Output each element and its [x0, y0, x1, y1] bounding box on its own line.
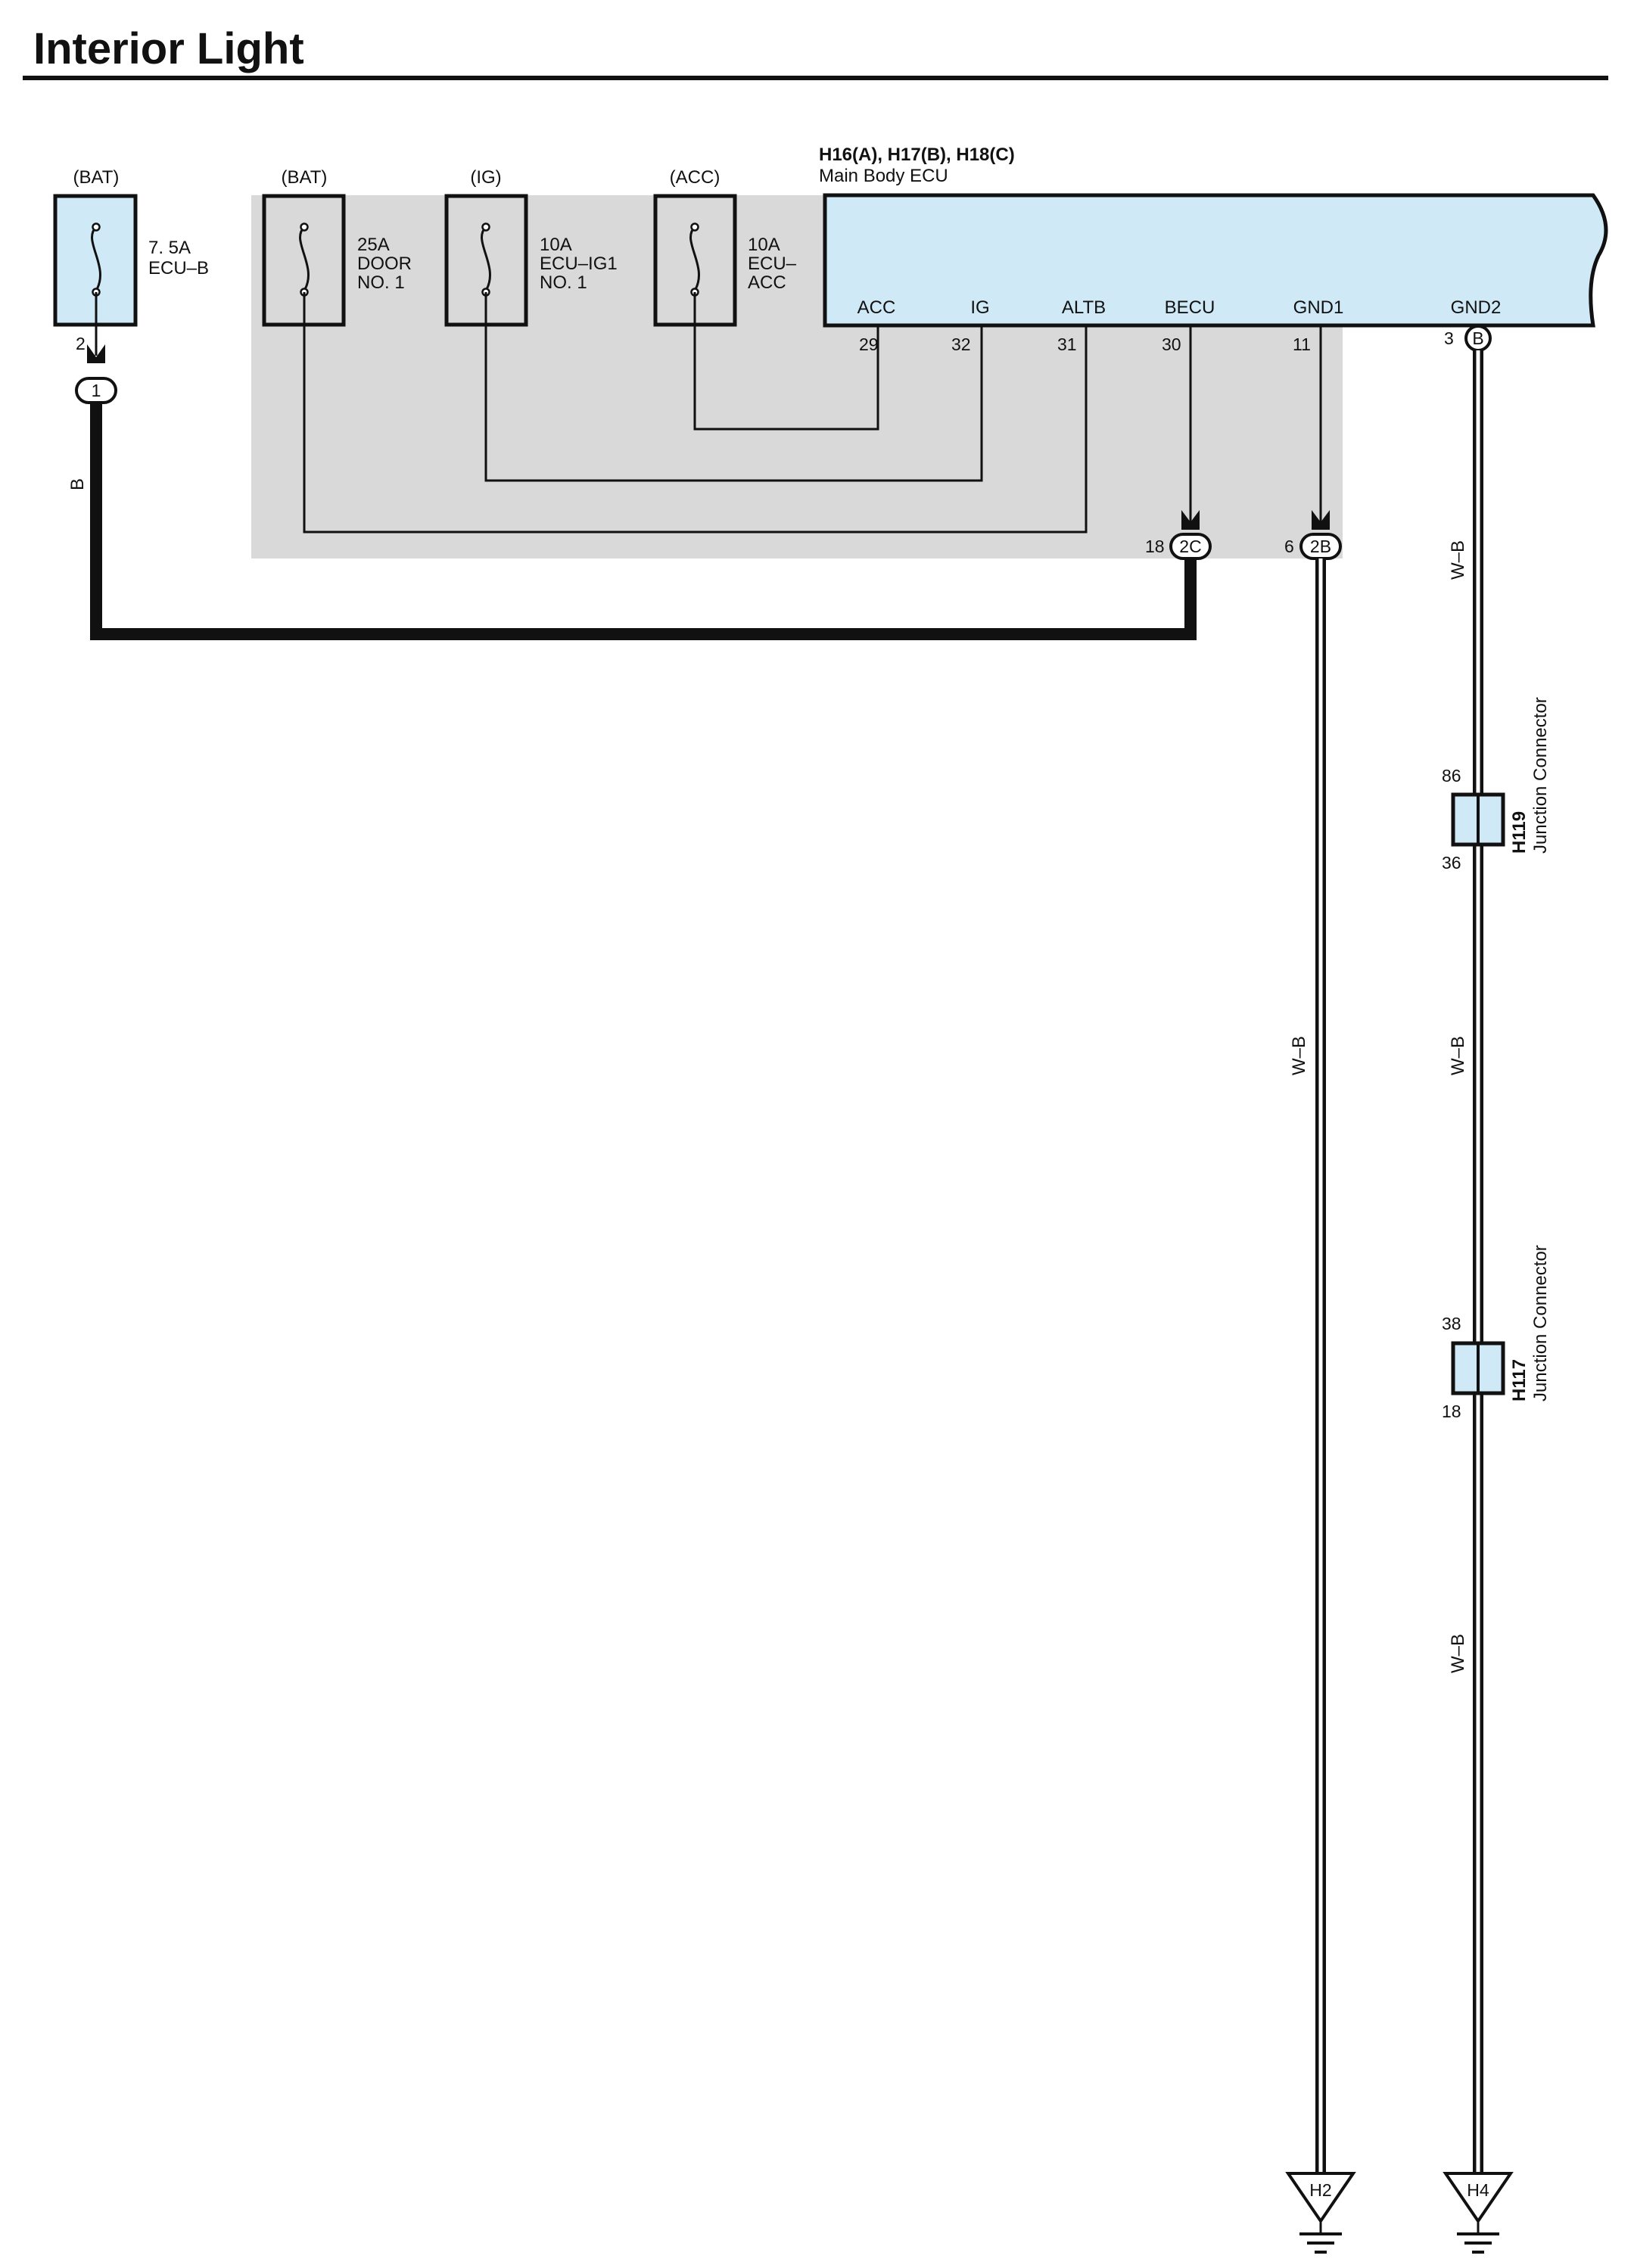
pin-number: 2	[76, 334, 86, 353]
wire-ig	[484, 292, 983, 482]
connector-label: 2C	[1179, 537, 1201, 556]
connector-label: 1	[92, 381, 101, 400]
fuse-element-icon	[299, 226, 310, 291]
fuse-ecu-ig1: (IG) 10A ECU–IG1 NO. 1	[444, 167, 618, 327]
pin-number: 86	[1442, 766, 1461, 786]
fuse-terminal	[690, 222, 699, 232]
ground-label: H4	[1467, 2180, 1489, 2200]
fuse-source-label: (IG)	[470, 167, 501, 188]
wire-color-label: W–B	[1448, 1036, 1468, 1075]
ecu-terminal-gnd1: GND1	[1293, 297, 1344, 318]
fuse-terminal	[92, 222, 101, 232]
fuse-name: DOOR	[357, 254, 412, 274]
fuse-rating: 10A	[540, 235, 572, 255]
ecu-name: Main Body ECU	[819, 166, 948, 186]
ecu-body	[823, 193, 1608, 328]
junction-name: Junction Connector	[1530, 1245, 1551, 1402]
ground-triangle	[1285, 2172, 1356, 2224]
fuse-name: NO. 1	[540, 272, 587, 293]
pin-number: 18	[1442, 1402, 1461, 1421]
connector-2b: 6 2B	[1284, 533, 1342, 560]
ground-h2: H2	[1285, 2172, 1356, 2254]
pin-number: 31	[1057, 334, 1077, 354]
fuse-name: ECU–	[748, 254, 797, 274]
connector-label: 2B	[1310, 537, 1331, 556]
fuse-terminal	[481, 222, 490, 232]
wire-b-thick	[90, 403, 1197, 640]
pin-number: 6	[1284, 537, 1294, 556]
connector-2c: 18 2C	[1145, 533, 1212, 560]
connector-label: B	[1472, 328, 1483, 348]
ecu-terminal-altb: ALTB	[1062, 297, 1106, 318]
fuse-source-label: (BAT)	[282, 167, 328, 188]
fuse-name: ECU–B	[148, 258, 209, 278]
pin-number: 30	[1162, 334, 1181, 354]
pin-number: 29	[859, 334, 879, 354]
fuse-ecu-b: (BAT) 7. 5A ECU–B	[53, 167, 209, 327]
ground-label: H2	[1309, 2180, 1331, 2200]
fuse-name: ACC	[748, 272, 786, 293]
page-title: Interior Light	[33, 24, 304, 73]
ecu-terminal-gnd2: GND2	[1451, 297, 1502, 318]
ecu-terminal-acc: ACC	[857, 297, 896, 318]
main-body-ecu: H16(A), H17(B), H18(C) Main Body ECU ACC…	[819, 145, 1608, 328]
junction-name: Junction Connector	[1530, 697, 1551, 854]
connector-arrow-icon	[87, 344, 105, 363]
ecu-terminal-becu: BECU	[1165, 297, 1215, 318]
fuse-name: ECU–IG1	[540, 254, 618, 274]
pin-number: 11	[1293, 334, 1311, 354]
ground-h4: H4	[1443, 2172, 1514, 2254]
junction-h119: 86 36 H119 Junction Connector	[1442, 697, 1551, 873]
connector-arrow-icon	[1312, 510, 1330, 530]
pin-number: 38	[1442, 1314, 1461, 1333]
pin-number: 3	[1444, 328, 1454, 348]
fuse-element-icon	[91, 226, 101, 291]
pin-number: 18	[1145, 537, 1165, 556]
fuse-source-label: (BAT)	[73, 167, 120, 188]
wire-color-label: B	[67, 478, 88, 490]
connector-gnd2-b: B	[1464, 325, 1492, 352]
wire-color-label: W–B	[1289, 1036, 1309, 1075]
connector-1: 1	[75, 377, 117, 404]
pin-number: 36	[1442, 853, 1461, 873]
pin-number: 32	[951, 334, 971, 354]
wire-altb	[303, 292, 1088, 534]
fuse-element-icon	[481, 226, 491, 291]
fuse-rating: 7. 5A	[148, 238, 191, 258]
junction-code: H117	[1509, 1359, 1530, 1402]
fuse-door-no1: (BAT) 25A DOOR NO. 1	[262, 167, 412, 327]
junction-h117: 38 18 H117 Junction Connector	[1442, 1245, 1551, 1421]
fuse-source-label: (ACC)	[670, 167, 721, 188]
junction-code: H119	[1509, 811, 1530, 854]
wire-color-label: W–B	[1448, 540, 1468, 580]
fuse-name: NO. 1	[357, 272, 405, 293]
ecu-connector-codes: H16(A), H17(B), H18(C)	[819, 145, 1015, 165]
fuse-terminal	[300, 222, 309, 232]
wire-color-label: W–B	[1448, 1634, 1468, 1673]
fuse-rating: 10A	[748, 235, 780, 255]
fuse-rating: 25A	[357, 235, 390, 255]
ecu-terminal-ig: IG	[970, 297, 989, 318]
wire-acc	[693, 292, 879, 431]
ground-triangle	[1443, 2172, 1514, 2224]
connector-arrow-icon	[1181, 510, 1200, 530]
fuse-element-icon	[689, 226, 700, 291]
